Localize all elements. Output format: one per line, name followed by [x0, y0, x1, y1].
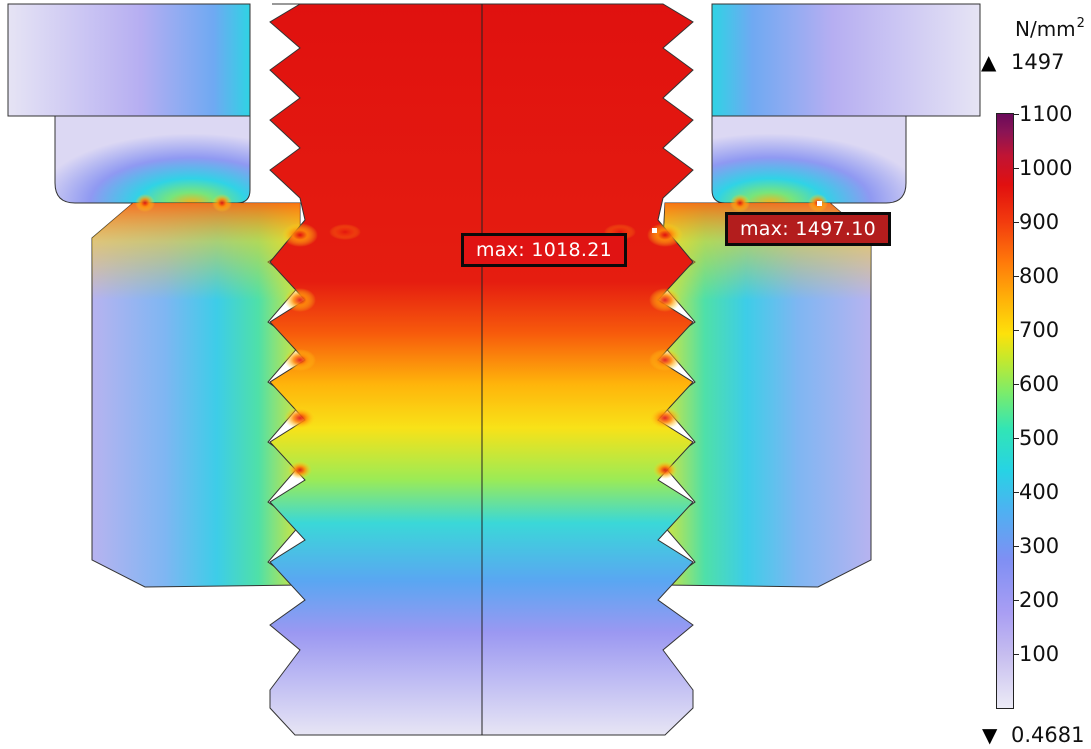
colorbar-min-value: 0.4681	[1011, 723, 1085, 747]
max-annotation-left: max: 1018.21	[461, 233, 628, 267]
washer-right	[711, 115, 907, 204]
colorbar-tick-label: 800	[1019, 264, 1060, 288]
unit-base: N/mm	[1015, 17, 1076, 41]
colorbar-tick-label: 700	[1019, 318, 1060, 342]
max-marker-right	[817, 201, 822, 206]
triangle-up-icon: ▲	[981, 50, 997, 74]
upper-plate-right	[711, 3, 981, 117]
colorbar-tick-label: 1100	[1019, 102, 1073, 126]
colorbar-tick-label: 1000	[1019, 156, 1073, 180]
colorbar-tick-label: 400	[1019, 480, 1060, 504]
colorbar-tick-mark	[1013, 222, 1019, 223]
colorbar-tick-label: 600	[1019, 372, 1060, 396]
max-annotation-right: max: 1497.10	[725, 212, 892, 246]
colorbar-tick-mark	[1013, 546, 1019, 547]
nut-left-heat	[92, 203, 300, 300]
colorbar-tick-mark	[1013, 384, 1019, 385]
colorbar-tick-label: 300	[1019, 534, 1060, 558]
colorbar-tick-mark	[1013, 168, 1019, 169]
colorbar-tick-label: 100	[1019, 642, 1060, 666]
colorbar-tick-mark	[1013, 276, 1019, 277]
colorbar-tick-label: 200	[1019, 588, 1060, 612]
colorbar-tick-mark	[1013, 330, 1019, 331]
colorbar	[996, 113, 1014, 709]
washer-left	[54, 115, 251, 204]
colorbar-tick-mark	[1013, 600, 1019, 601]
colorbar-tick-label: 500	[1019, 426, 1060, 450]
colorbar-tick-mark	[1013, 492, 1019, 493]
colorbar-tick-label: 900	[1019, 210, 1060, 234]
colorbar-tick-mark	[1013, 114, 1019, 115]
colorbar-tick-mark	[1013, 438, 1019, 439]
unit-exponent: 2	[1076, 16, 1085, 31]
upper-plate-left	[7, 3, 251, 117]
colorbar-max-value: 1497	[1011, 50, 1065, 74]
colorbar-tick-mark	[1013, 654, 1019, 655]
max-marker-left	[652, 228, 657, 233]
thread-hotspots	[135, 194, 828, 479]
colorbar-unit: N/mm2	[1015, 16, 1085, 41]
triangle-down-icon: ▼	[982, 723, 998, 747]
